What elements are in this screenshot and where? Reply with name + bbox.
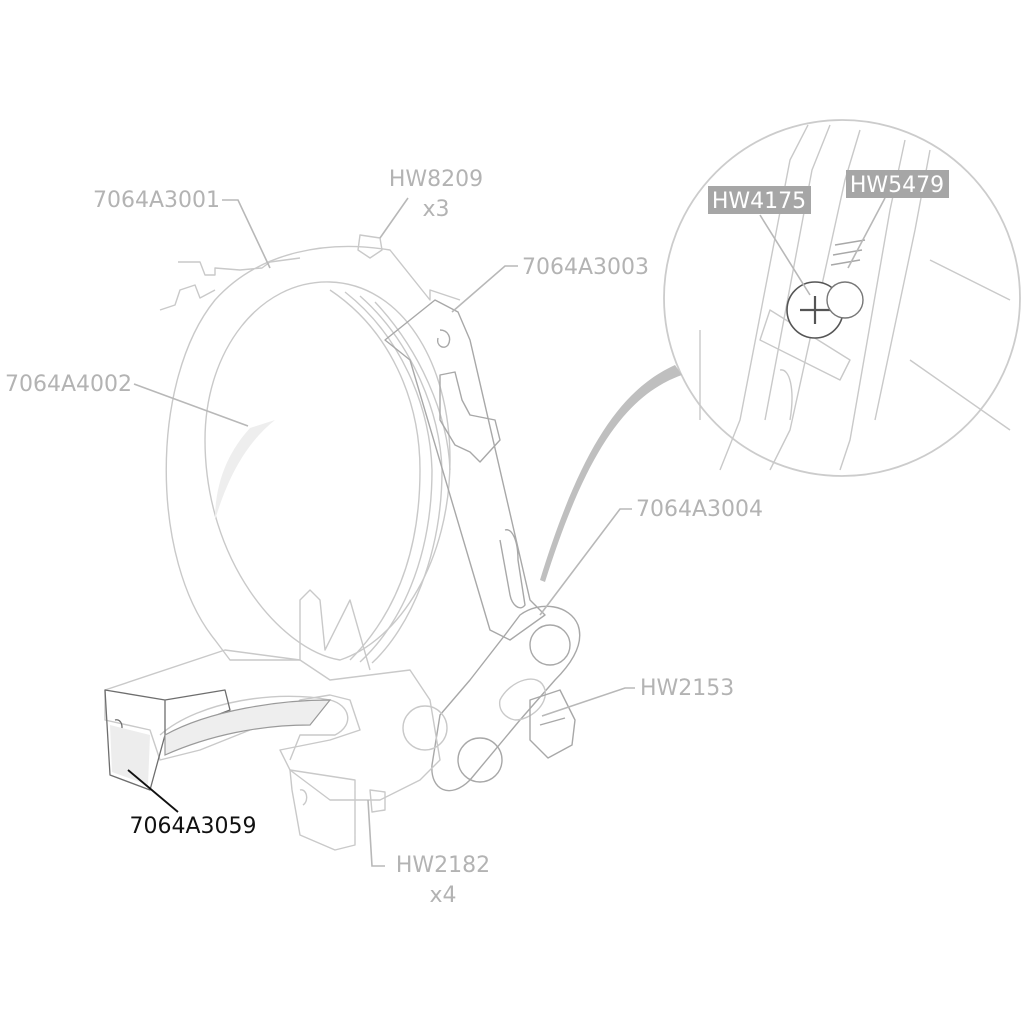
label-hw8209-qty: x3 [422, 197, 449, 222]
leader-7064a3003 [451, 265, 518, 313]
lens-rings [329, 289, 451, 664]
left-clamp-shade [110, 725, 150, 785]
link-pivot-upper [529, 624, 571, 666]
label-hw2182-qty: x4 [429, 883, 456, 908]
ring-frame [159, 245, 461, 671]
pivot-washer [402, 705, 448, 751]
leader-hw2182 [367, 799, 385, 867]
assembly-drawing [104, 234, 581, 851]
leader-7064a3004 [539, 508, 632, 616]
right-clamp [289, 769, 356, 851]
link-slot [498, 678, 546, 721]
labels: HW8209 x3 7064A3001 7064A3003 7064A4002 … [5, 167, 949, 908]
tag-bg-hw5479 [846, 170, 949, 198]
label-hw5479: HW5479 [850, 173, 944, 198]
label-7064a4002: 7064A4002 [5, 372, 132, 397]
link-bracket [431, 605, 581, 792]
label-hw4175: HW4175 [712, 189, 806, 214]
label-7064a3001: 7064A3001 [93, 188, 220, 213]
label-hw8209: HW8209 [389, 167, 483, 192]
label-7064a3004: 7064A3004 [636, 497, 763, 522]
leader-7064a4002 [133, 383, 249, 427]
top-tab [357, 234, 383, 259]
phillips-slot-icon [800, 296, 830, 324]
label-7064a3003: 7064A3003 [522, 255, 649, 280]
tag-bg-hw4175 [708, 186, 811, 214]
label-7064a3059: 7064A3059 [129, 814, 256, 839]
link-pivot-lower [457, 737, 503, 783]
label-hw2182: HW2182 [396, 853, 490, 878]
label-hw2153: HW2153 [640, 676, 734, 701]
base-cutout [159, 695, 349, 761]
leader-lines [127, 197, 886, 867]
leader-hw4175 [759, 214, 811, 296]
leader-7064a3059 [127, 769, 179, 813]
spring-washer-hw5479 [826, 281, 864, 319]
screw-hw2182 [369, 789, 386, 813]
thumb-screw [529, 689, 576, 759]
leader-hw2153 [541, 687, 635, 717]
leader-hw8209 [379, 197, 409, 239]
clamp-rail-shade [164, 699, 332, 756]
lens-shade [215, 420, 275, 520]
detail-leader-band [540, 365, 682, 582]
leader-hw5479 [847, 197, 886, 269]
leader-7064a3001 [222, 199, 271, 269]
base-platform [104, 649, 441, 801]
